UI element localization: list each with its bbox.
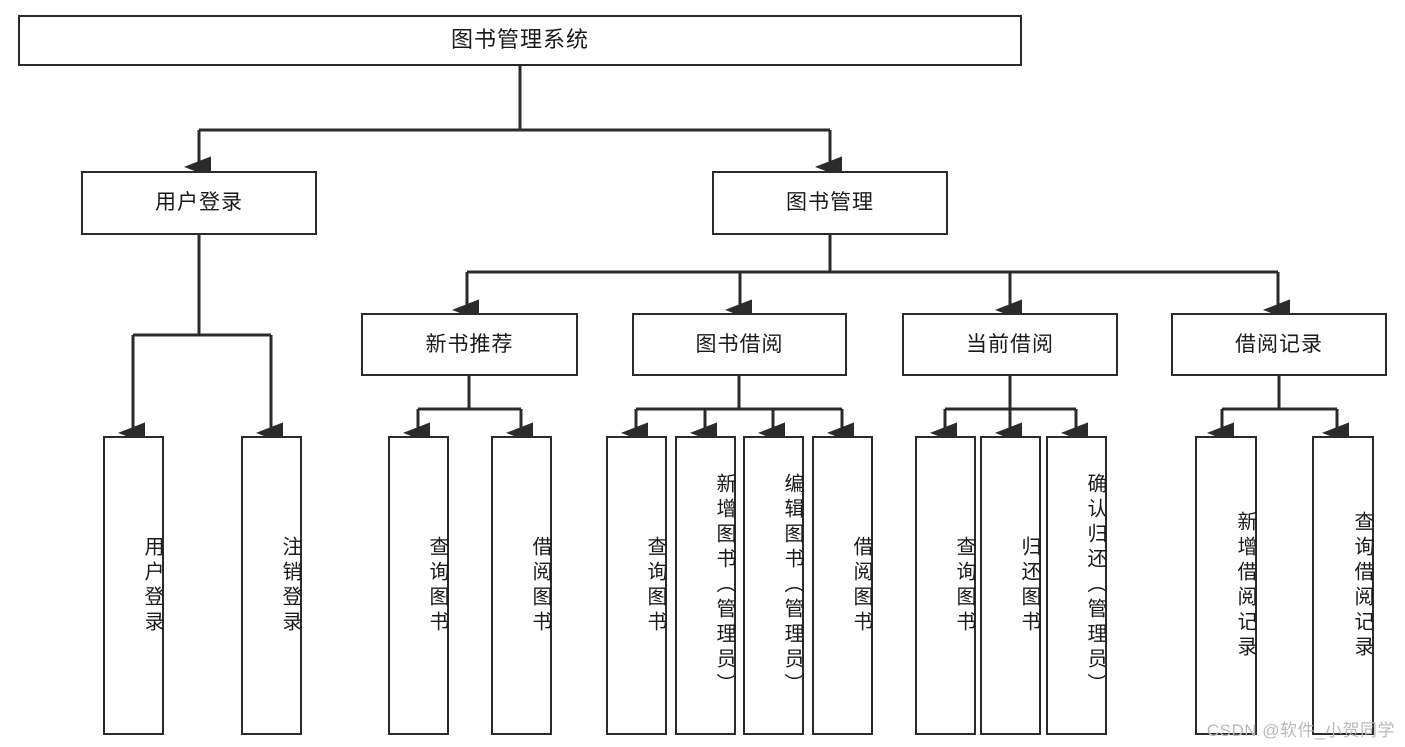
node-user-login[interactable]: 用户登录 — [81, 171, 317, 235]
leaf-current-borrow-query[interactable]: 查询图书 — [915, 436, 976, 735]
node-root-system[interactable]: 图书管理系统 — [18, 15, 1022, 66]
node-borrow-record[interactable]: 借阅记录 — [1171, 313, 1387, 376]
node-label: 借阅记录 — [1235, 332, 1323, 356]
node-label: 新增图书（管理员） — [713, 473, 735, 698]
node-label: 查询图书 — [644, 535, 666, 636]
node-book-borrow[interactable]: 图书借阅 — [632, 313, 847, 376]
node-label: 图书借阅 — [695, 332, 784, 356]
leaf-book-borrow-edit[interactable]: 编辑图书（管理员） — [743, 436, 804, 735]
node-label: 借阅图书 — [529, 535, 551, 636]
node-book-management[interactable]: 图书管理 — [712, 171, 948, 235]
node-label: 查询图书 — [953, 535, 975, 636]
node-label: 新增借阅记录 — [1234, 510, 1256, 661]
watermark: CSDN @软件_小贺同学 — [1206, 721, 1395, 740]
leaf-current-borrow-return[interactable]: 归还图书 — [980, 436, 1041, 735]
node-label: 当前借阅 — [966, 332, 1054, 356]
node-label: 图书管理系统 — [450, 27, 589, 53]
node-label: 确认归还（管理员） — [1084, 473, 1106, 698]
leaf-book-borrow-query[interactable]: 查询图书 — [606, 436, 667, 735]
leaf-book-borrow-add[interactable]: 新增图书（管理员） — [675, 436, 736, 735]
node-label: 归还图书 — [1018, 535, 1040, 636]
node-label: 图书管理 — [786, 191, 874, 215]
leaf-new-book-borrow[interactable]: 借阅图书 — [491, 436, 552, 735]
node-label: 查询图书 — [426, 535, 448, 636]
node-label: 新书推荐 — [425, 332, 514, 356]
leaf-current-borrow-confirm-return[interactable]: 确认归还（管理员） — [1046, 436, 1107, 735]
node-current-borrow[interactable]: 当前借阅 — [902, 313, 1118, 376]
leaf-book-borrow-borrow[interactable]: 借阅图书 — [812, 436, 873, 735]
leaf-new-book-query[interactable]: 查询图书 — [388, 436, 449, 735]
leaf-user-login-login[interactable]: 用户登录 — [103, 436, 164, 735]
node-new-book-recommend[interactable]: 新书推荐 — [361, 313, 578, 376]
leaf-user-login-logout[interactable]: 注销登录 — [241, 436, 302, 735]
node-label: 用户登录 — [141, 535, 163, 636]
node-label: 编辑图书（管理员） — [781, 473, 803, 698]
node-label: 查询借阅记录 — [1351, 510, 1373, 661]
leaf-borrow-record-query[interactable]: 查询借阅记录 — [1312, 436, 1374, 735]
leaf-borrow-record-add[interactable]: 新增借阅记录 — [1195, 436, 1257, 735]
node-label: 用户登录 — [155, 191, 243, 215]
node-label: 借阅图书 — [850, 535, 872, 636]
node-label: 注销登录 — [279, 535, 301, 636]
